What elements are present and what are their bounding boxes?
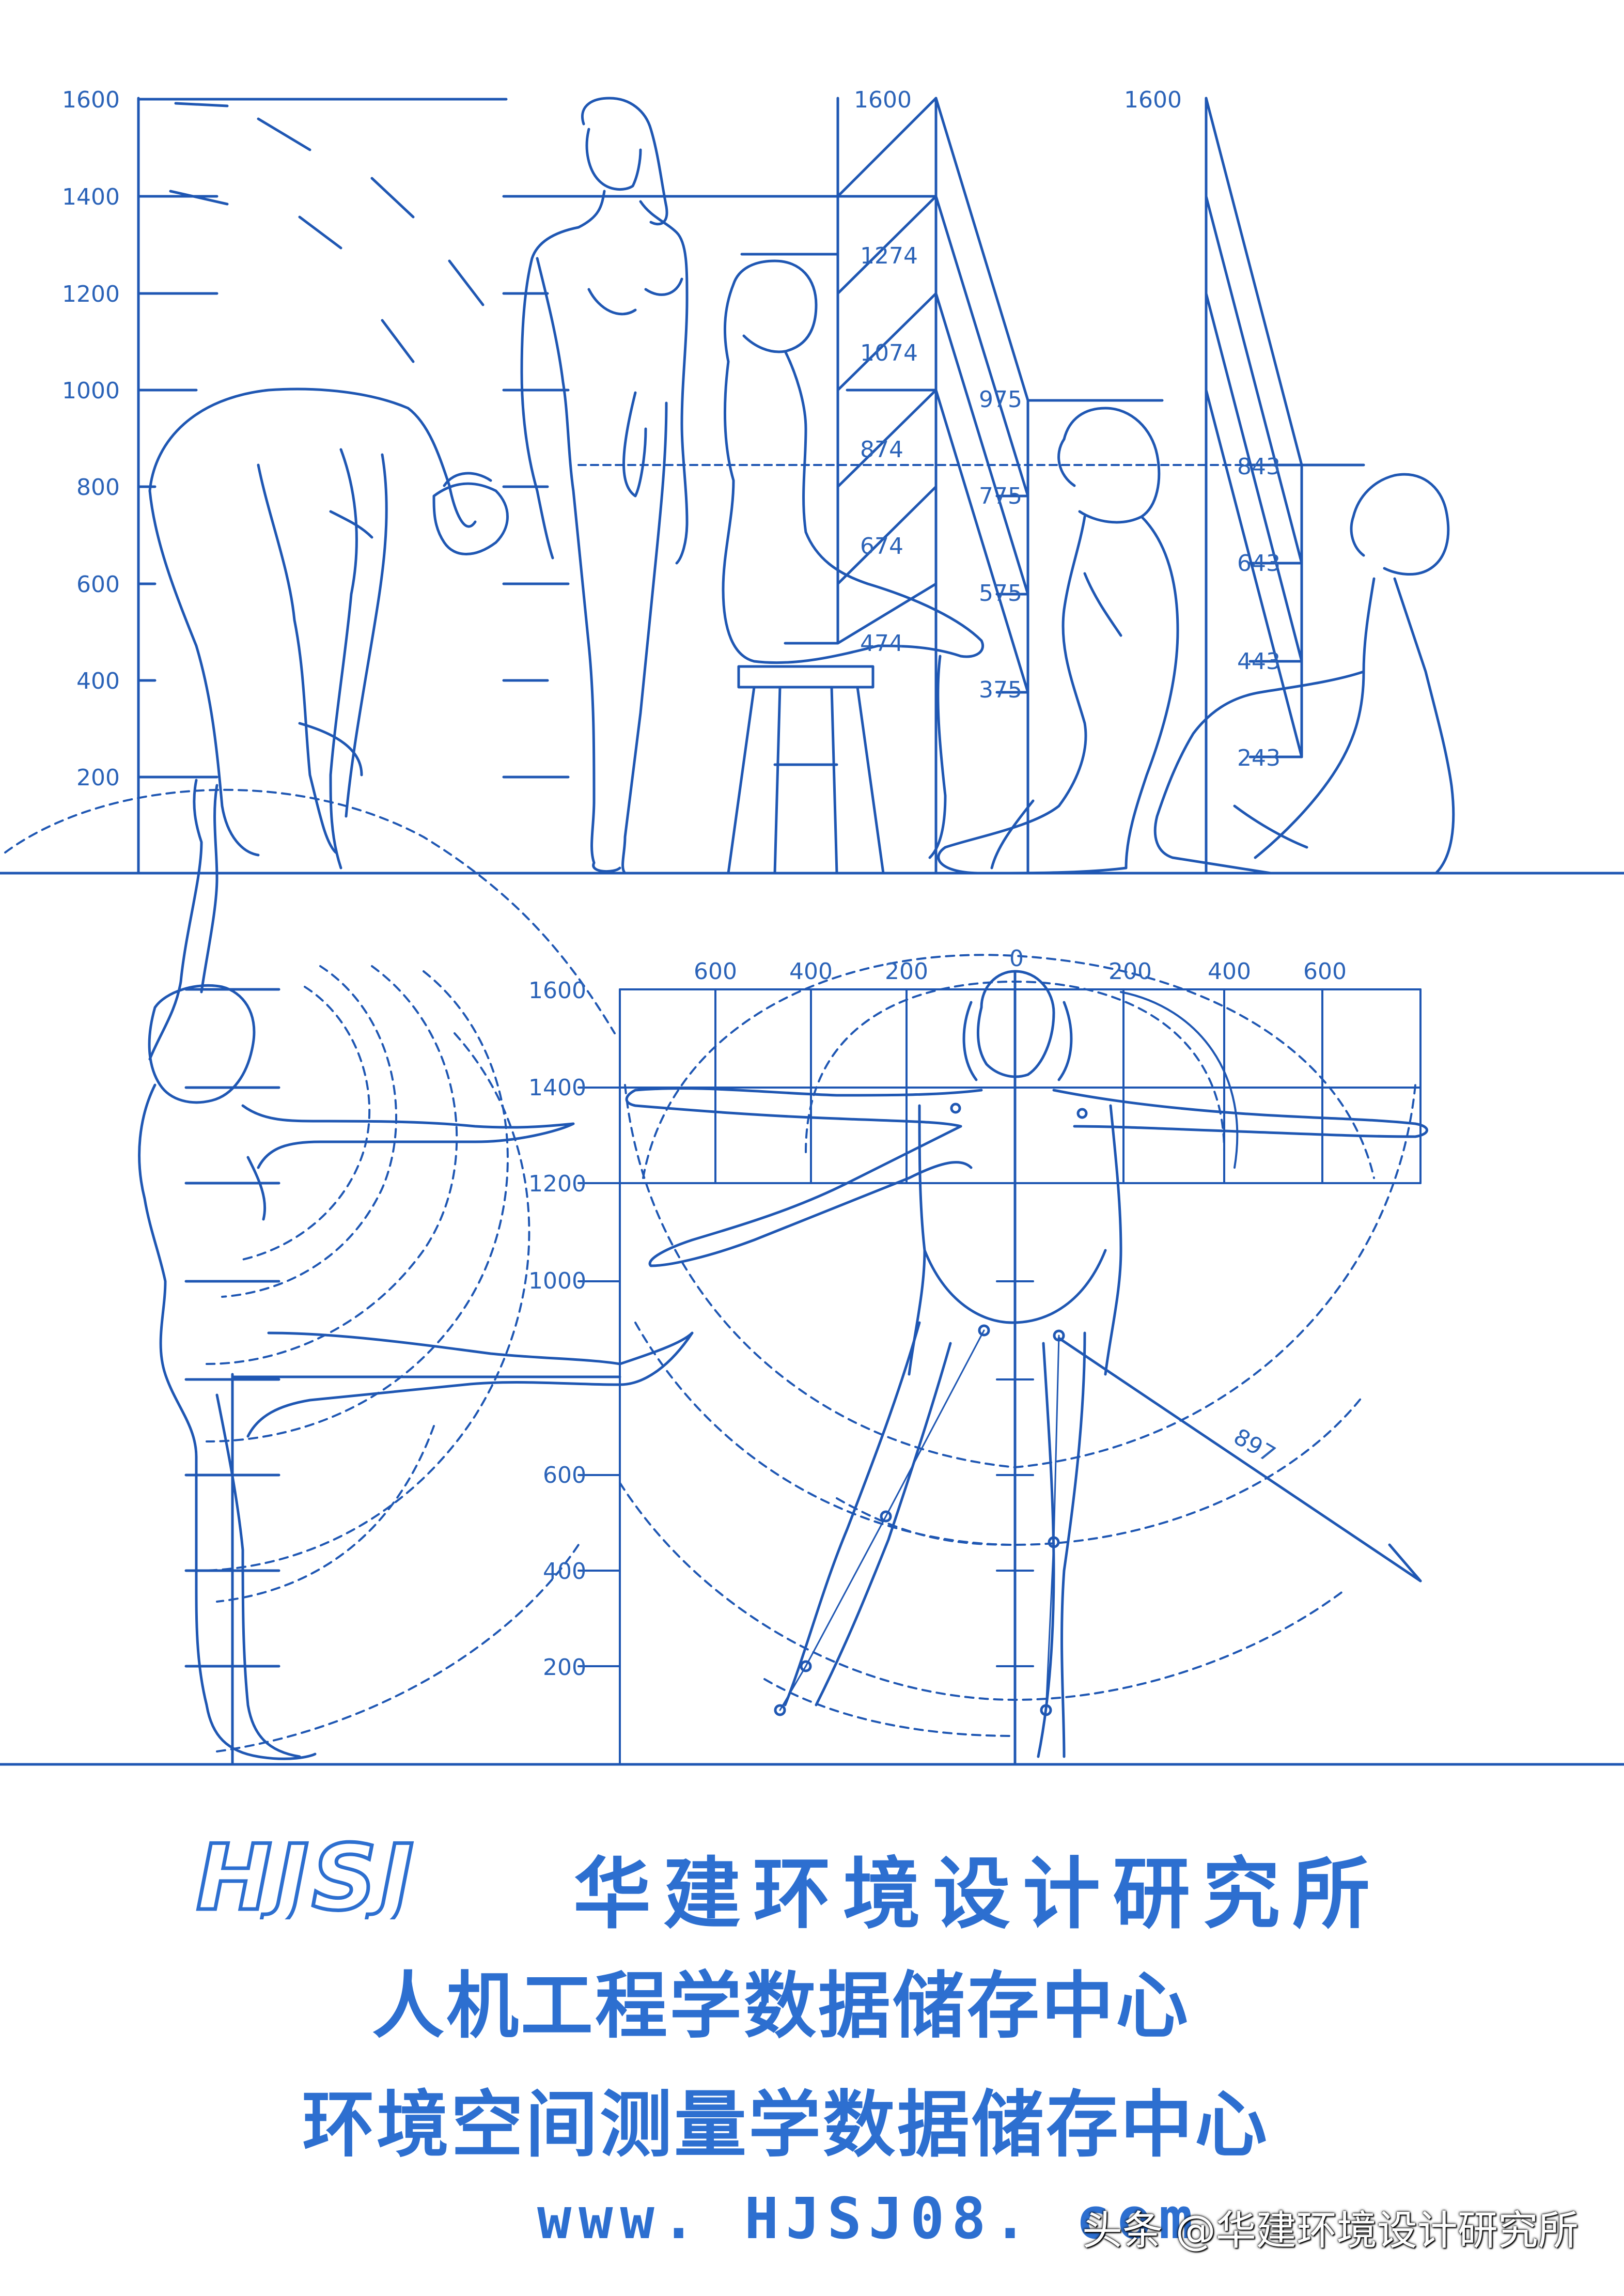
- btick-1200: 1200: [528, 1171, 586, 1197]
- tick-600: 600: [76, 571, 120, 598]
- reach-arc-dashes: [169, 102, 485, 363]
- left-reach-arcs: [4, 788, 616, 1752]
- dim-643: 643: [1237, 550, 1281, 577]
- ergonomics-diagram: 1600 1400 1200 1000 800 600 400 200 1600…: [0, 87, 1624, 1766]
- tick-400: 400: [76, 668, 120, 694]
- org-name: 华建环境设计研究所: [573, 1850, 1383, 1940]
- xtick-600-right: 600: [1303, 958, 1347, 985]
- xtick-400-left: 400: [789, 958, 833, 985]
- dim-843: 843: [1237, 454, 1281, 480]
- reach-grid: [577, 970, 1422, 1766]
- tick-800: 800: [76, 474, 120, 501]
- xtick-0: 0: [1009, 945, 1024, 972]
- banner-line-2: 人机工程学数据储存中心: [372, 1964, 1191, 2049]
- btick-400: 400: [543, 1558, 586, 1585]
- dim-474: 474: [860, 630, 903, 657]
- website-link[interactable]: www. HJSJ08. com: [537, 2185, 1200, 2252]
- btick-1600: 1600: [528, 978, 586, 1004]
- btick-200: 200: [543, 1654, 586, 1681]
- top-left-tick-labels: 1600 1400 1200 1000 800 600 400 200 1600…: [62, 87, 1182, 791]
- dim-1074: 1074: [860, 340, 918, 366]
- tick-1600: 1600: [62, 87, 120, 113]
- seated-dim-labels: 1274 1074 874 674 474 975 775 575 375 84…: [860, 243, 1281, 771]
- dim-1274: 1274: [860, 243, 918, 269]
- dim-243: 243: [1237, 745, 1281, 771]
- xtick-400-right: 400: [1208, 958, 1251, 985]
- right-axis-top-label: 1600: [1124, 87, 1182, 113]
- bottom-x-tick-labels: 600 400 200 0 200 400 600: [694, 945, 1347, 985]
- seated-figure: [722, 259, 984, 875]
- btick-1000: 1000: [528, 1268, 586, 1294]
- xtick-200-right: 200: [1108, 958, 1152, 985]
- shoulder-arc: [1120, 991, 1239, 1169]
- middle-axis-top-label: 1600: [854, 87, 912, 113]
- kneeling-figure: [937, 407, 1179, 875]
- tick-1000: 1000: [62, 378, 120, 404]
- dim-775: 775: [979, 483, 1022, 509]
- banner-line-3: 环境空间测量学数据储存中心: [302, 2083, 1270, 2167]
- floor-sitting-figure: [1153, 473, 1455, 875]
- reach-897-label: 897: [1229, 1423, 1280, 1468]
- central-figure: [625, 970, 1428, 1758]
- dim-575: 575: [979, 580, 1022, 607]
- bending-figure: [148, 387, 509, 870]
- dim-443: 443: [1237, 648, 1281, 675]
- dim-874: 874: [860, 437, 903, 463]
- top-left-ticks: [137, 98, 508, 779]
- xtick-600-left: 600: [694, 958, 737, 985]
- btick-600: 600: [543, 1462, 586, 1488]
- tick-1200: 1200: [62, 281, 120, 307]
- central-reach-arcs: [619, 954, 1416, 1737]
- hjsj-logo: HJSJ: [195, 1832, 417, 1919]
- bottom-tick-labels: 1600 1400 1200 1000 600 400 200: [528, 978, 586, 1681]
- reach-897-dim: [1057, 1337, 1422, 1583]
- seated-dim-block: [740, 97, 1164, 875]
- tick-1400: 1400: [62, 184, 120, 210]
- standing-figure: [520, 97, 689, 875]
- middle-axis-ticks: [502, 195, 938, 779]
- logo-text: HJSJ: [196, 1832, 417, 1919]
- arabesque-figure: [138, 779, 694, 1760]
- dim-674: 674: [860, 533, 903, 560]
- tick-200: 200: [76, 765, 120, 791]
- xtick-200-left: 200: [885, 958, 928, 985]
- right-dim-block: [1205, 97, 1365, 875]
- btick-1400: 1400: [528, 1075, 586, 1101]
- dim-375: 375: [979, 677, 1022, 703]
- watermark: 头条 @华建环境设计研究所: [1082, 2208, 1579, 2254]
- dim-975: 975: [979, 386, 1022, 413]
